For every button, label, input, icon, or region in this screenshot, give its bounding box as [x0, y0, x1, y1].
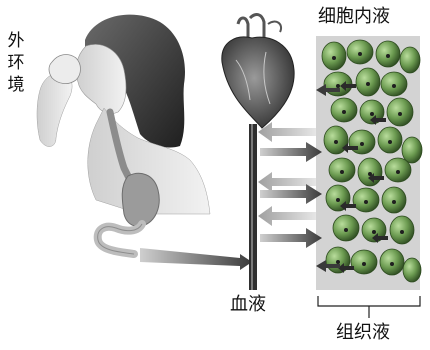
arrow-blood-to-tissue	[260, 142, 322, 162]
arrow-blood-to-tissue	[260, 228, 322, 248]
tissue-fluid-label: 组织液	[336, 324, 390, 342]
arrow-tissue-to-blood	[258, 206, 316, 226]
external-environment-label: 外环境	[6, 30, 26, 96]
tissue-bracket	[318, 296, 420, 318]
arrow-tissue-to-blood	[258, 122, 316, 142]
intracellular-fluid-label: 细胞内液	[318, 8, 390, 26]
bottle	[49, 55, 81, 84]
cell-cluster-icon	[316, 36, 422, 290]
blood-label: 血液	[230, 296, 266, 314]
heart-icon	[222, 15, 294, 128]
absorption-arrow	[140, 248, 252, 270]
blood-vessel	[249, 124, 257, 290]
